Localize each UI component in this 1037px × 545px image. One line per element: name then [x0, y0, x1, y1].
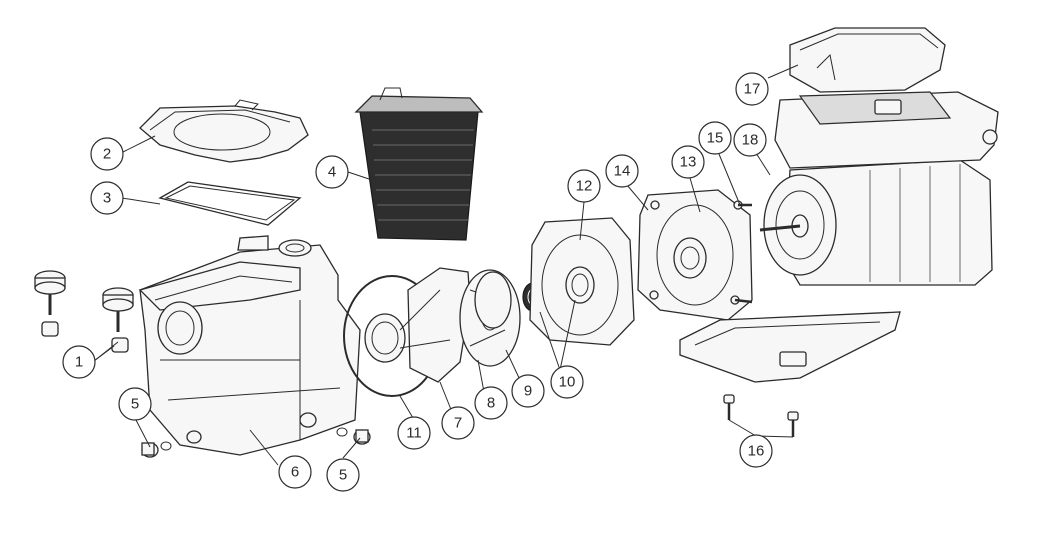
callout-10: 10 [550, 365, 584, 399]
callout-18: 18 [733, 123, 767, 157]
callout-16: 16 [739, 434, 773, 468]
bracket-stud-part [734, 203, 753, 304]
base-screw-part [723, 394, 799, 437]
callout-1: 1 [62, 345, 96, 379]
callout-11: 11 [397, 416, 431, 450]
callout-17-label: 17 [744, 81, 761, 98]
strainer-basket-part [354, 87, 484, 241]
callout-5-left-label: 5 [131, 396, 139, 413]
lid-knob-assembly-part [34, 270, 134, 353]
callout-10-label: 10 [559, 374, 576, 391]
callout-13-label: 13 [680, 154, 697, 171]
callout-17: 17 [735, 72, 769, 106]
callout-8-label: 8 [487, 395, 495, 412]
seal-plate-housing-part [529, 217, 635, 346]
callout-18-label: 18 [742, 132, 759, 149]
callout-4: 4 [315, 155, 349, 189]
diffuser-part [364, 267, 471, 383]
callout-1-label: 1 [75, 354, 83, 371]
callout-5-right-label: 5 [339, 467, 347, 484]
motor-mount-base-part [679, 311, 901, 383]
leader-lines [93, 64, 799, 466]
callout-5-left: 5 [118, 387, 152, 421]
callout-14: 14 [605, 154, 639, 188]
callout-15-label: 15 [707, 130, 724, 147]
strainer-cover-part [139, 99, 309, 163]
callout-12-label: 12 [576, 178, 593, 195]
callout-9: 9 [511, 374, 545, 408]
callout-16-label: 16 [748, 443, 765, 460]
callout-13: 13 [671, 145, 705, 179]
drain-plug-part [141, 427, 371, 458]
lid-o-ring-part [158, 181, 302, 226]
motor-bracket-part [637, 189, 753, 321]
motor-part [759, 91, 999, 286]
seal-plate-part [474, 271, 512, 329]
callout-12: 12 [567, 169, 601, 203]
callout-14-label: 14 [614, 163, 631, 180]
drive-cover-part [789, 27, 946, 93]
callout-6: 6 [278, 455, 312, 489]
callout-2: 2 [90, 137, 124, 171]
callout-11-label: 11 [406, 425, 422, 442]
callout-7: 7 [441, 406, 475, 440]
callout-3: 3 [90, 181, 124, 215]
callout-15: 15 [698, 121, 732, 155]
callout-2-label: 2 [103, 146, 111, 163]
pump-housing-part [138, 235, 361, 456]
callout-9-label: 9 [524, 383, 532, 400]
callout-8: 8 [474, 386, 508, 420]
callout-5-right: 5 [326, 458, 360, 492]
callout-6-label: 6 [291, 464, 299, 481]
callout-7-label: 7 [454, 415, 462, 432]
callout-3-label: 3 [103, 190, 111, 207]
callout-4-label: 4 [328, 164, 336, 181]
